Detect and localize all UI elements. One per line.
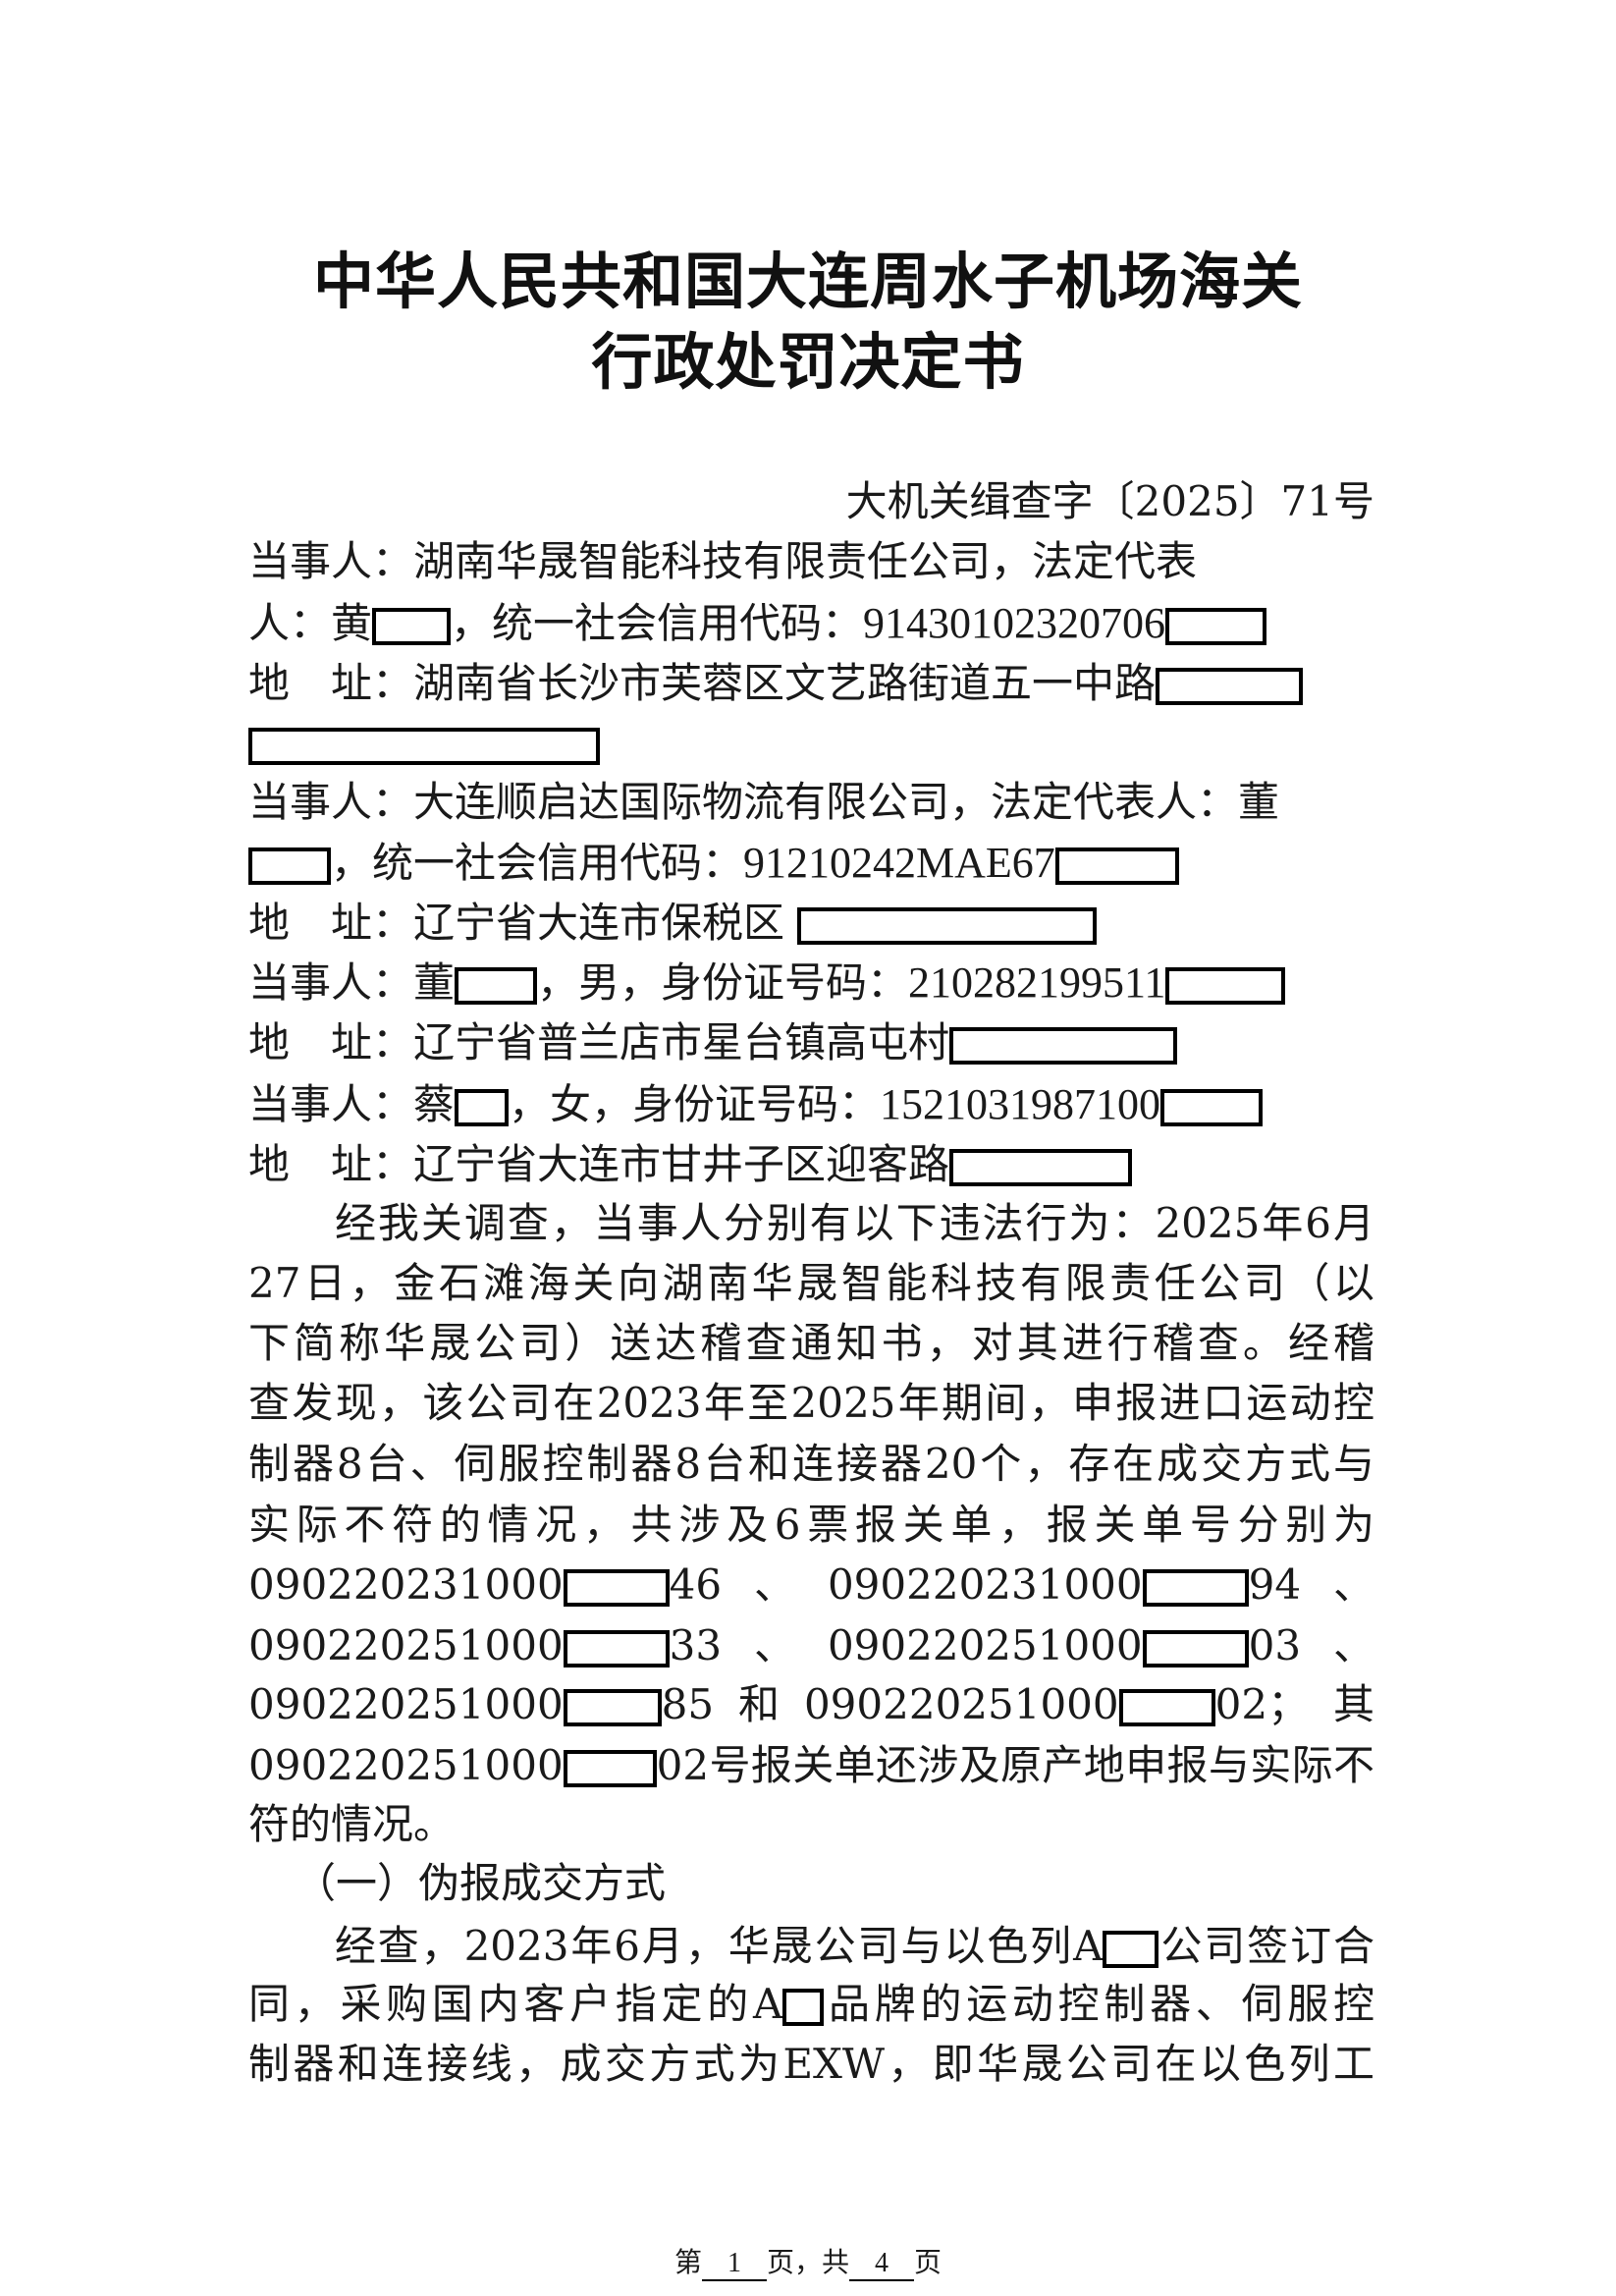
redaction-box — [563, 1689, 662, 1726]
text: 090220231000 — [248, 1560, 564, 1609]
id-number: 1521031987100 — [880, 1080, 1161, 1128]
page-number: 1 — [701, 2248, 767, 2281]
redaction-box — [455, 967, 538, 1005]
text: 03、 — [1248, 1621, 1374, 1669]
document-number: 大机关缉查字〔2025〕71号 — [845, 477, 1374, 525]
footer-text: 第 — [673, 2246, 702, 2278]
redaction-box — [563, 1750, 657, 1787]
redaction-box — [1156, 668, 1304, 705]
redaction-box — [1165, 967, 1286, 1005]
text: 94、 — [1248, 1560, 1374, 1609]
text: 090220251000 — [248, 1741, 564, 1789]
redaction-box — [949, 1149, 1133, 1186]
redaction-box — [563, 1569, 670, 1607]
document-title-line1: 中华人民共和国大连周水子机场海关 — [312, 246, 1303, 317]
body-line: 符的情况。 — [248, 1800, 456, 1848]
redaction-box — [1165, 608, 1267, 645]
party-1-line: 人：黄 ，统一社会信用代码：91430102320706 — [248, 594, 1374, 653]
footer-text: 页 — [914, 2246, 943, 2278]
text: ，男，身份证号码： — [537, 958, 909, 1007]
party-4-address: 地 址：辽宁省大连市甘井子区迎客路 — [248, 1135, 1374, 1194]
redaction-box — [1118, 1689, 1215, 1726]
redaction-box — [1103, 1931, 1159, 1968]
body-line: 制器和连接线，成交方式为EXW，即华晟公司在以色列工 — [248, 2040, 1374, 2088]
party-1-address-cont — [248, 714, 1374, 773]
text: 090220251000 — [248, 1680, 564, 1728]
party-2-line: 当事人：大连顺启达国际物流有限公司，法定代表人：董 — [248, 778, 1280, 826]
text: 同，采购国内客户指定的A — [248, 1980, 783, 2028]
text: ，女，身份证号码： — [509, 1080, 881, 1128]
body-line: 查发现，该公司在2023年至2025年期间，申报进口运动控 — [248, 1379, 1374, 1427]
text: 当事人：董 — [248, 958, 456, 1007]
redaction-box — [1142, 1630, 1249, 1667]
total-pages: 4 — [849, 2248, 914, 2281]
text: 地 址：辽宁省大连市保税区 — [248, 899, 798, 947]
text: 地 址：辽宁省普兰店市星台镇高屯村 — [248, 1018, 950, 1066]
redaction-box — [563, 1630, 670, 1667]
party-2-address: 地 址：辽宁省大连市保税区 — [248, 894, 1374, 953]
redaction-box — [782, 1989, 825, 2026]
redaction-box — [797, 907, 1098, 945]
text: ，统一社会信用代码： — [451, 599, 864, 647]
footer-text: 页，共 — [766, 2246, 849, 2278]
text: 人：黄 — [248, 599, 373, 647]
text: 33、090220251000 — [669, 1621, 1143, 1669]
body-line: 090220251000 33、090220251000 03、 — [248, 1616, 1374, 1675]
text: 85和090220251000 — [661, 1680, 1119, 1728]
body-line: 090220231000 46、090220231000 94、 — [248, 1556, 1374, 1614]
text: 090220251000 — [248, 1621, 564, 1669]
party-1-address: 地 址：湖南省长沙市芙蓉区文艺路街道五一中路 — [248, 654, 1374, 713]
redaction-box — [248, 847, 331, 885]
redaction-box — [1054, 847, 1179, 885]
document-title-line2: 行政处罚决定书 — [591, 326, 1025, 398]
text: 品牌的运动控制器、伺服控 — [824, 1980, 1374, 2028]
section-heading: （一）伪报成交方式 — [295, 1859, 667, 1907]
credit-code: 91210242MAE67 — [743, 839, 1055, 887]
body-line: 经查，2023年6月，华晟公司与以色列A 公司签订合 — [248, 1917, 1374, 1976]
body-line: 27日，金石滩海关向湖南华晟智能科技有限责任公司（以 — [248, 1259, 1374, 1307]
text: 地 址：湖南省长沙市芙蓉区文艺路街道五一中路 — [248, 659, 1157, 707]
redaction-box — [372, 608, 452, 645]
redaction-box — [1160, 1089, 1264, 1126]
id-number: 210282199511 — [908, 958, 1166, 1007]
party-2-line: ，统一社会信用代码：91210242MAE67 — [248, 834, 1374, 893]
credit-code: 91430102320706 — [863, 599, 1166, 647]
body-line: 下简称华晟公司）送达稽查通知书，对其进行稽查。经稽 — [248, 1319, 1374, 1367]
text: 公司签订合 — [1158, 1922, 1374, 1970]
body-line: 同，采购国内客户指定的A 品牌的运动控制器、伺服控 — [248, 1975, 1374, 2034]
party-3-line: 当事人：董 ，男，身份证号码：210282199511 — [248, 954, 1374, 1012]
body-line: 制器8台、伺服控制器8台和连接器20个，存在成交方式与 — [248, 1440, 1374, 1488]
party-3-address: 地 址：辽宁省普兰店市星台镇高屯村 — [248, 1013, 1374, 1072]
party-4-line: 当事人：蔡 ，女，身份证号码：1521031987100 — [248, 1075, 1374, 1134]
text: ，统一社会信用代码： — [331, 839, 744, 887]
body-line: 090220251000 02号报关单还涉及原产地申报与实际不 — [248, 1736, 1374, 1795]
text: 46、090220231000 — [669, 1560, 1143, 1609]
text: 地 址：辽宁省大连市甘井子区迎客路 — [248, 1140, 950, 1188]
text: 当事人：蔡 — [248, 1080, 456, 1128]
body-line: 090220251000 85和090220251000 02；其中， — [248, 1675, 1374, 1734]
text: 02；其中， — [1214, 1680, 1374, 1728]
text: 02号报关单还涉及原产地申报与实际不 — [656, 1741, 1374, 1789]
body-line: 实际不符的情况，共涉及6票报关单，报关单号分别为 — [248, 1501, 1374, 1549]
redaction-box — [248, 728, 600, 765]
redaction-box — [949, 1027, 1178, 1065]
body-line: 经我关调查，当事人分别有以下违法行为：2025年6月 — [248, 1199, 1374, 1247]
redaction-box — [455, 1089, 510, 1126]
text: 经查，2023年6月，华晟公司与以色列A — [248, 1922, 1104, 1970]
party-1-line: 当事人：湖南华晟智能科技有限责任公司，法定代表 — [248, 537, 1198, 585]
redaction-box — [1142, 1569, 1249, 1607]
